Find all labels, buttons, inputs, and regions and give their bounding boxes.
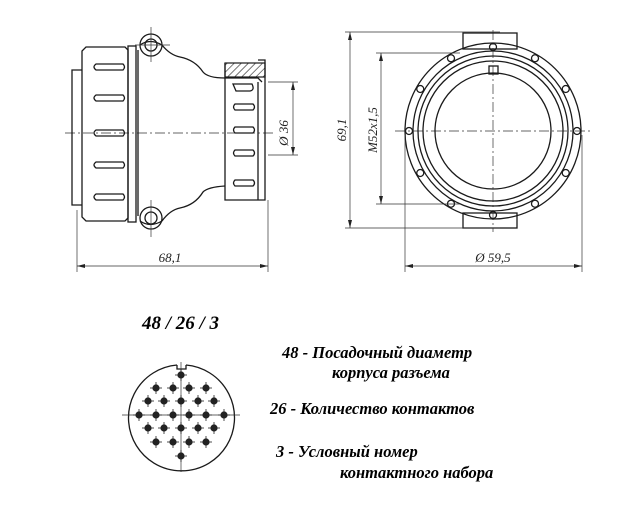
dim-label-36: Ø 36 — [276, 120, 291, 147]
dimension-length-68-1: 68,1 — [76, 200, 269, 272]
contact-pin — [150, 382, 162, 394]
contact-pin — [158, 395, 170, 407]
contact-pin — [200, 409, 212, 421]
dimension-diameter-59-5: Ø 59,5 — [404, 135, 583, 272]
receptacle-shell — [224, 59, 266, 201]
svg-text:48 - Посадочный диаметр: 48 - Посадочный диаметр — [281, 343, 472, 362]
contact-pin — [167, 409, 179, 421]
notch — [416, 84, 425, 94]
housing-body — [139, 40, 226, 226]
contact-pin — [158, 422, 170, 434]
contact-pin — [175, 422, 187, 434]
coupling-nut — [81, 46, 129, 222]
contact-pin — [142, 422, 154, 434]
contact-pin — [150, 409, 162, 421]
side-view: Ø 36 68,1 — [65, 27, 298, 272]
dim-label-69-1: 69,1 — [334, 119, 349, 142]
contact-pin — [167, 436, 179, 448]
notch — [572, 126, 582, 136]
mounting-boss-bottom — [139, 200, 163, 237]
contact-pin — [183, 382, 195, 394]
contact-pin — [175, 395, 187, 407]
nut-back-edge — [71, 69, 82, 206]
contact-pin — [183, 436, 195, 448]
dim-label-68-1: 68,1 — [159, 250, 182, 265]
legend-item-3: 3 - Условный номер контактного набора — [275, 442, 493, 482]
contact-pin — [192, 422, 204, 434]
notch — [488, 42, 498, 52]
dimension-height-69-1: 69,1 — [334, 31, 500, 229]
ring-notches — [404, 42, 582, 220]
svg-text:корпуса разъема: корпуса разъема — [332, 363, 450, 382]
contact-pin — [192, 395, 204, 407]
contact-pin — [167, 382, 179, 394]
notch — [446, 54, 456, 63]
mounting-boss-top — [135, 27, 170, 62]
svg-text:3 - Условный номер: 3 - Условный номер — [275, 442, 418, 461]
inner-bore — [434, 72, 552, 190]
svg-text:контактного набора: контактного набора — [340, 463, 493, 482]
contact-pin — [183, 409, 195, 421]
notch — [561, 168, 570, 178]
notch — [530, 199, 540, 208]
nut-ring — [127, 45, 137, 223]
svg-text:26 - Количество контактов: 26 - Количество контактов — [269, 399, 475, 418]
dim-label-thread: M52x1,5 — [365, 107, 380, 154]
legend: 48 - Посадочный диаметр корпуса разъема … — [269, 343, 493, 482]
contact-pin — [175, 369, 187, 381]
notch — [530, 54, 540, 63]
contact-pin — [208, 422, 220, 434]
contact-pin — [175, 450, 187, 462]
legend-item-48: 48 - Посадочный диаметр корпуса разъема — [281, 343, 472, 382]
receptacle-ribs — [232, 103, 256, 187]
front-view: 69,1 M52x1,5 Ø 59,5 — [334, 30, 592, 272]
notch — [488, 210, 498, 220]
insert-outline — [127, 364, 236, 472]
contact-layout — [122, 362, 240, 472]
dim-label-59-5: Ø 59,5 — [474, 250, 511, 265]
contact-pin — [200, 382, 212, 394]
notch — [561, 84, 570, 94]
notch — [416, 168, 425, 178]
notch — [404, 126, 414, 136]
legend-item-26: 26 - Количество контактов — [269, 399, 475, 418]
contact-pin — [200, 436, 212, 448]
nut-ribs — [93, 63, 126, 201]
dimension-thread: M52x1,5 — [365, 52, 460, 205]
contact-pin — [208, 395, 220, 407]
contact-pin — [133, 409, 145, 421]
hatched-section — [224, 62, 266, 78]
dimension-diameter-36: Ø 36 — [268, 81, 298, 156]
contact-pin — [218, 409, 230, 421]
designation-code: 48 / 26 / 3 — [141, 313, 219, 334]
contact-pin — [142, 395, 154, 407]
contact-pin — [150, 436, 162, 448]
